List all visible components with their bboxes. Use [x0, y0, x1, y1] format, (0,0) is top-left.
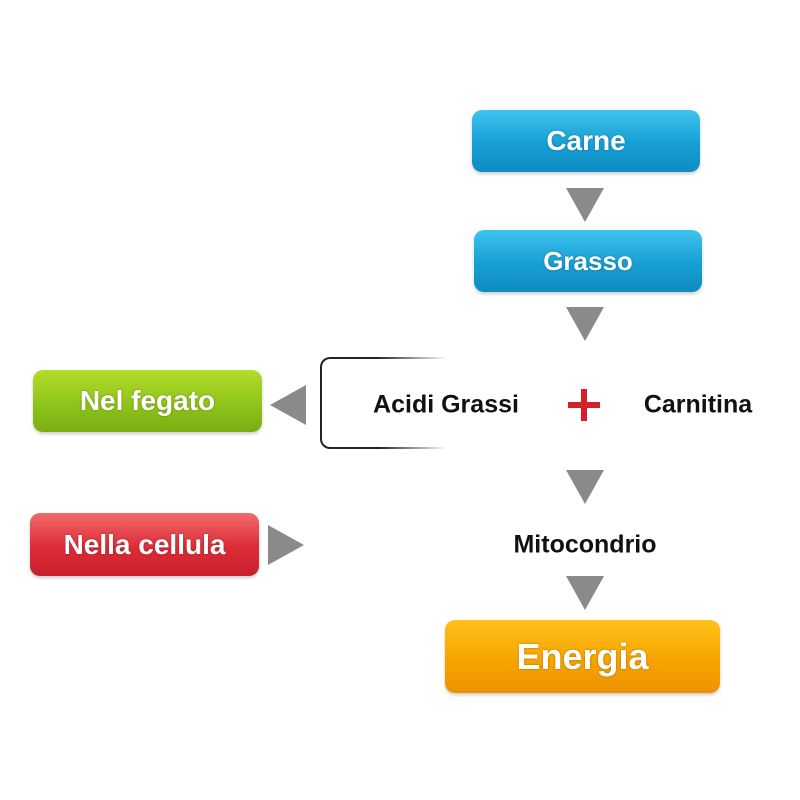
- bracket: [320, 357, 447, 449]
- arrow-down-icon: [566, 576, 604, 610]
- node-carne: Carne: [472, 110, 700, 172]
- arrow-down-icon: [566, 188, 604, 222]
- arrow-left-icon: [270, 385, 306, 425]
- arrow-down-icon: [566, 307, 604, 341]
- arrow-down-icon: [566, 470, 604, 504]
- arrow-right-icon: [268, 525, 304, 565]
- node-grasso: Grasso: [474, 230, 702, 292]
- node-carnitina: Carnitina: [643, 390, 753, 419]
- node-acidi-grassi: Acidi Grassi: [373, 390, 519, 419]
- node-energia: Energia: [445, 620, 720, 693]
- node-nel-fegato: Nel fegato: [33, 370, 262, 432]
- plus-icon: [568, 389, 600, 421]
- node-nella-cellula: Nella cellula: [30, 513, 259, 576]
- node-mitocondrio: Mitocondrio: [513, 530, 657, 559]
